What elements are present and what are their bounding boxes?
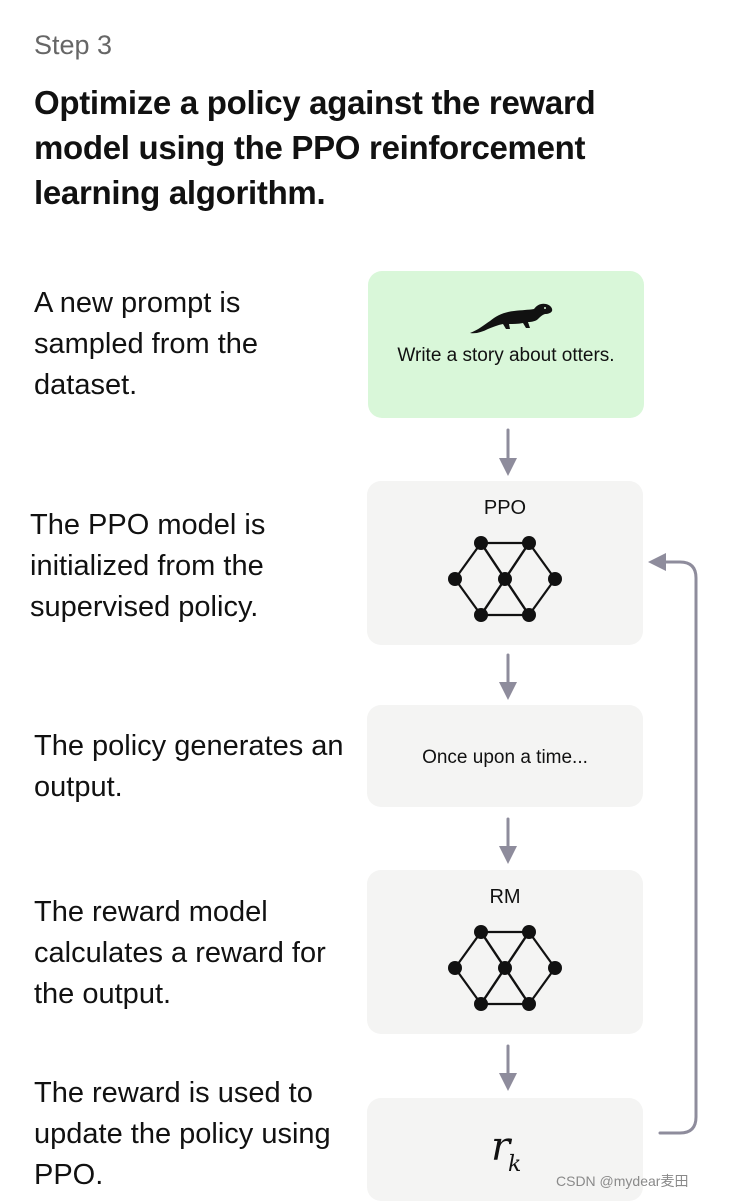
prompt-text: Write a story about otters. (397, 345, 615, 366)
output-text: Once upon a time... (422, 747, 588, 768)
ppo-model-title: PPO (483, 497, 527, 519)
ppo-model-box: PPO (367, 481, 643, 645)
page-title: Optimize a policy against the reward mod… (34, 84, 596, 211)
step-label: Step 3 (34, 30, 113, 60)
step-description-update: The reward is used to update the policy … (34, 1077, 331, 1191)
reward-box: r k (367, 1098, 643, 1201)
otter-icon (470, 303, 553, 334)
arrow-head (648, 553, 666, 571)
reward-model-box: RM (367, 870, 643, 1034)
watermark: CSDN @mydear麦田 (556, 1173, 689, 1189)
reward-model-title: RM (489, 886, 521, 908)
arrow-head (499, 846, 517, 864)
output-box: Once upon a time... (367, 705, 643, 807)
prompt-box: Write a story about otters. (368, 271, 644, 418)
step-description-reward-model: The reward model calculates a reward for… (34, 896, 326, 1010)
neural-network-icon (448, 536, 562, 622)
arrow-head (499, 1073, 517, 1091)
reward-symbol: r (491, 1124, 511, 1170)
step-description-ppo: The PPO model is initialized from the su… (30, 509, 266, 623)
reward-subscript: k (508, 1152, 522, 1177)
step-description-output: The policy generates an output. (34, 730, 344, 803)
arrow-head (499, 682, 517, 700)
step-description-prompt: A new prompt is sampled from the dataset… (34, 287, 259, 401)
arrow-head (499, 458, 517, 476)
neural-network-icon (448, 925, 562, 1011)
